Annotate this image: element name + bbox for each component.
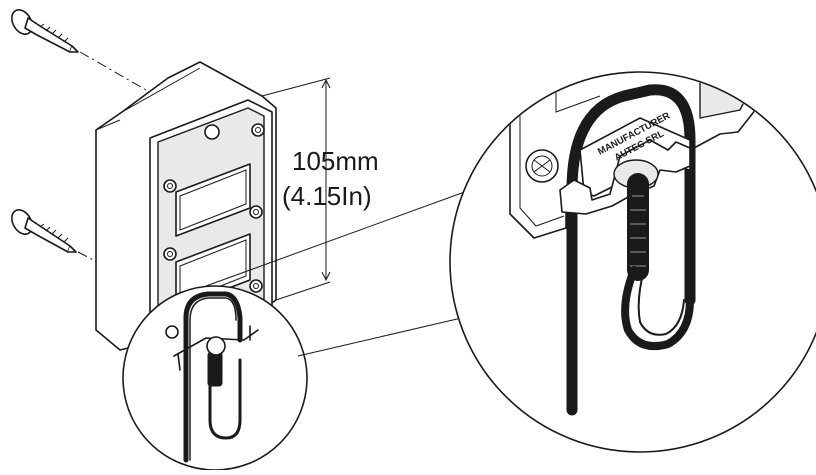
- upper-window: [175, 163, 251, 237]
- callout-connector-bottom: [297, 315, 471, 357]
- bottom-screw: [11, 209, 77, 253]
- dimension-imperial-label: (4.15In): [282, 181, 372, 211]
- top-screw: [11, 9, 79, 53]
- dimension-extension-lines: [261, 77, 331, 301]
- dimension-metric-label: 105mm: [292, 146, 379, 176]
- dimension-arrows: [321, 78, 331, 282]
- callout-connector-top: [205, 189, 471, 287]
- detail-callout-large: MANUFACTURER AUTEC SRL: [449, 71, 816, 453]
- detail-callout-small: [122, 285, 308, 471]
